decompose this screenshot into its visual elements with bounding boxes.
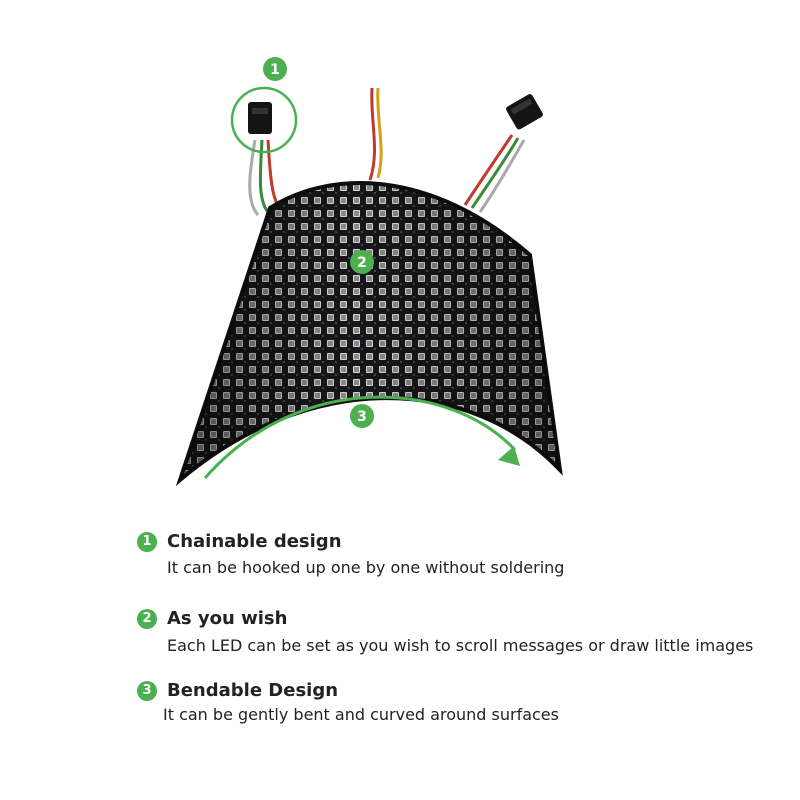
connector-left — [248, 102, 272, 134]
number-badge: 1 — [137, 531, 157, 552]
callout-badge-1: 1 — [263, 57, 287, 81]
bend-arrowhead — [498, 446, 520, 466]
led-matrix-illustration: 1 2 3 — [175, 57, 563, 487]
bend-arrow — [203, 395, 517, 479]
svg-text:1: 1 — [270, 62, 280, 78]
callout-badge-3: 3 — [350, 404, 374, 428]
wire-middle — [368, 87, 376, 181]
svg-text:3: 3 — [357, 409, 367, 425]
number-badge: 3 — [137, 680, 157, 701]
callout-badge-2: 2 — [350, 250, 374, 274]
feature-as-you-wish: 2 As you wish — [137, 608, 287, 629]
feature-description: It can be hooked up one by one without s… — [167, 558, 565, 577]
number-badge: 2 — [137, 608, 157, 629]
feature-title: Bendable Design — [167, 680, 339, 701]
feature-description: It can be gently bent and curved around … — [163, 705, 559, 724]
wire-left — [248, 139, 260, 216]
feature-title: Chainable design — [167, 531, 342, 552]
svg-text:2: 2 — [357, 255, 367, 271]
callout-circle-1 — [230, 86, 298, 154]
feature-description: Each LED can be set as you wish to scrol… — [167, 636, 754, 655]
feature-title: As you wish — [167, 608, 288, 629]
feature-bendable: 3 Bendable Design — [137, 680, 338, 701]
connector-right — [506, 94, 543, 130]
wire-right — [463, 134, 514, 206]
feature-chainable: 1 Chainable design — [137, 531, 342, 552]
